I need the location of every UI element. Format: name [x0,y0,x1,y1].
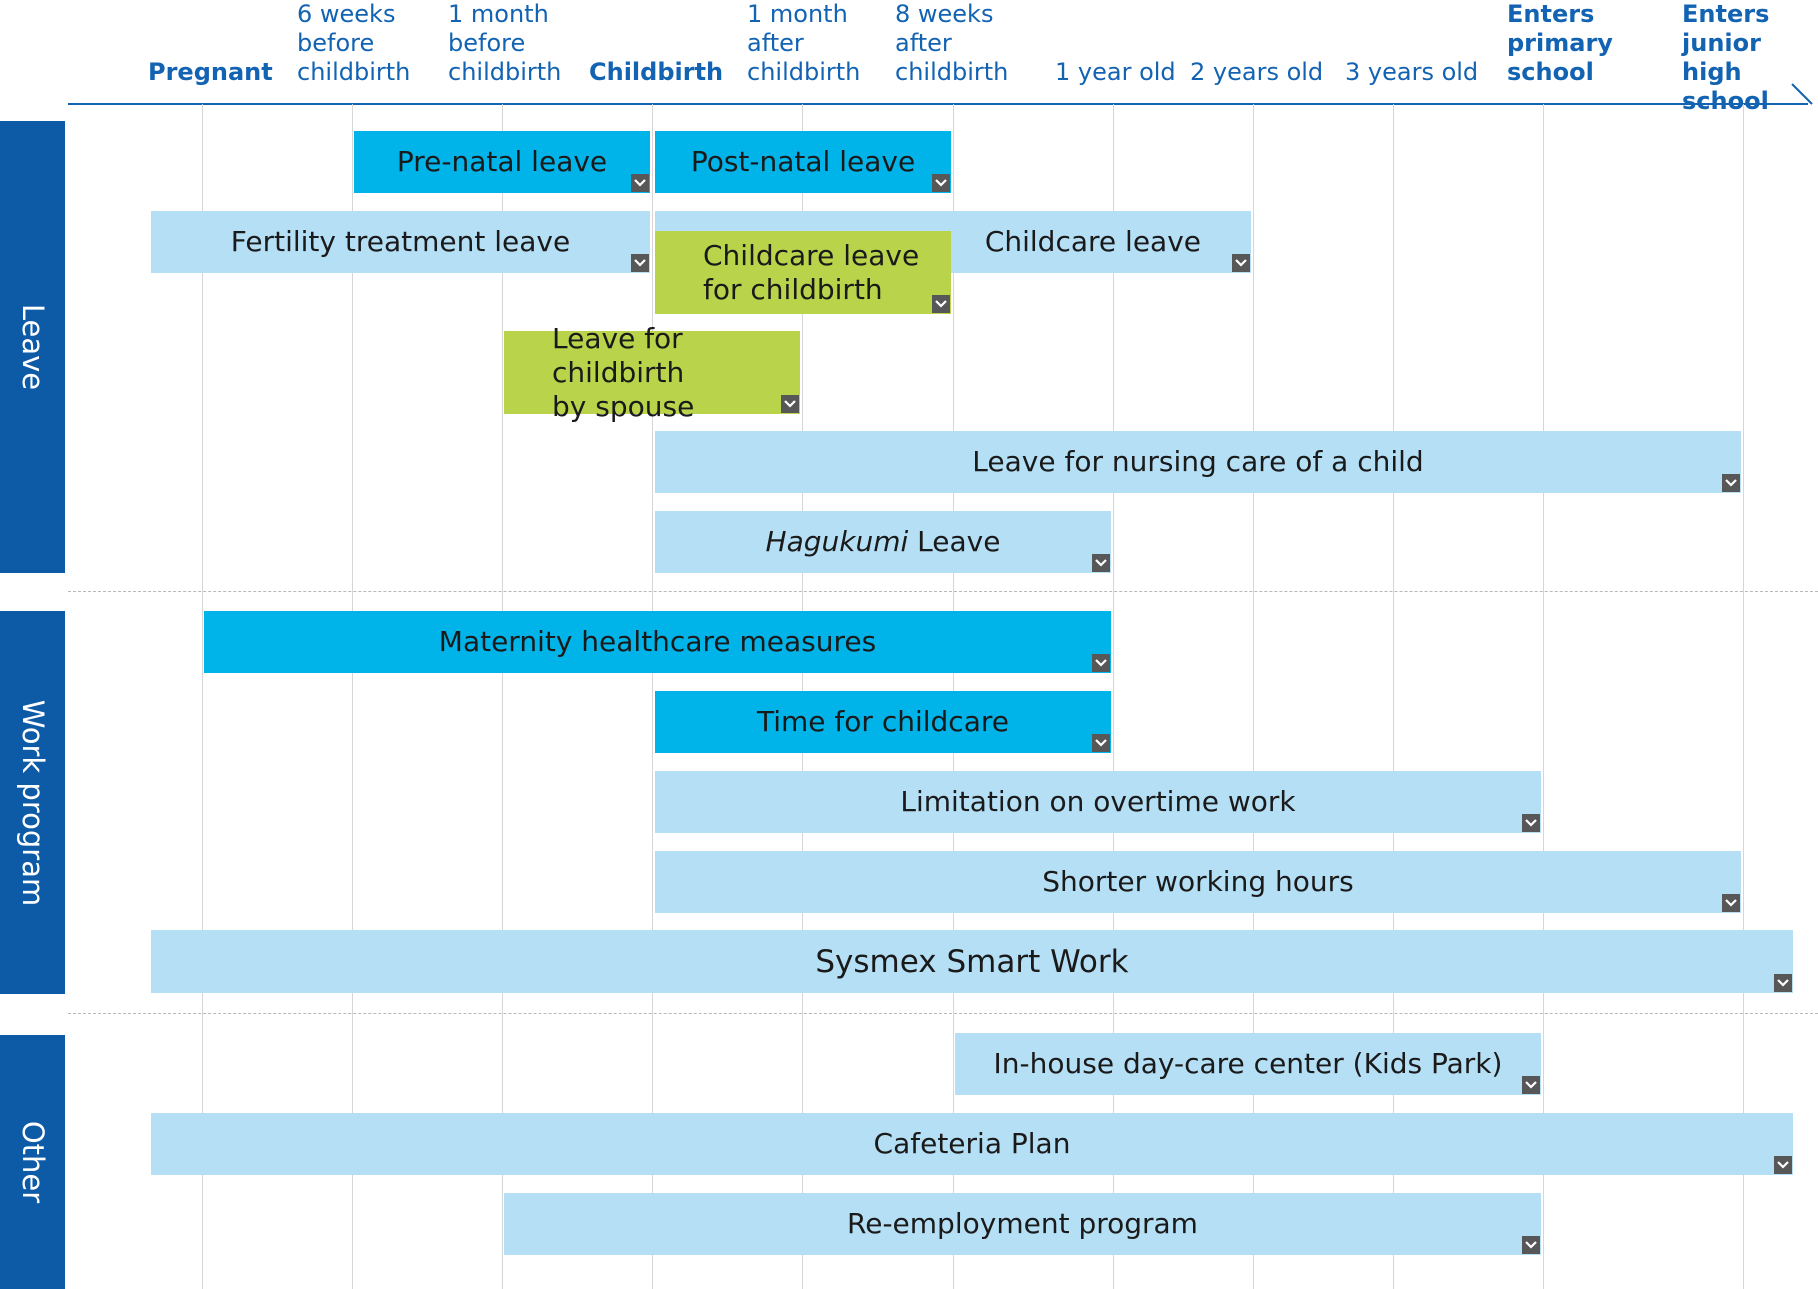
stage-label-primary-school: Enters primary school [1507,0,1613,86]
chevron-down-icon[interactable] [1232,254,1250,272]
chevron-down-icon[interactable] [1774,974,1792,992]
program-bar-fertility-treatment-leave[interactable]: Fertility treatment leave [151,211,650,273]
grid-line [202,104,203,1289]
section-divider [68,1013,1818,1014]
program-label: Re-employment program [847,1207,1198,1240]
chevron-down-icon[interactable] [1722,474,1740,492]
program-label-rest: Leave [908,525,1001,558]
category-label: Leave [15,303,50,391]
chevron-down-icon[interactable] [932,174,950,192]
chevron-down-icon[interactable] [1522,814,1540,832]
chevron-down-icon[interactable] [631,174,649,192]
grid-line [1393,104,1394,1289]
chevron-down-icon[interactable] [1092,734,1110,752]
chevron-down-icon[interactable] [1722,894,1740,912]
stage-label-junior-high-school: Enters junior high school [1682,0,1770,115]
program-bar-cafeteria-plan[interactable]: Cafeteria Plan [151,1113,1793,1175]
grid-line [652,104,653,1289]
program-bar-in-house-day-care-center[interactable]: In-house day-care center (Kids Park) [955,1033,1541,1095]
stage-label-2-years: 2 years old [1190,58,1324,86]
program-label: Sysmex Smart Work [815,943,1129,980]
chevron-down-icon[interactable] [1092,654,1110,672]
stage-label-1-month-before: 1 month before childbirth [448,0,562,86]
category-leave: Leave [0,121,65,573]
chevron-down-icon[interactable] [932,295,950,313]
program-bar-maternity-healthcare-measures[interactable]: Maternity healthcare measures [204,611,1111,673]
chevron-down-icon[interactable] [1522,1236,1540,1254]
program-label: In-house day-care center (Kids Park) [993,1047,1503,1080]
program-bar-leave-for-nursing-care-of-a-child[interactable]: Leave for nursing care of a child [655,431,1741,493]
program-label-italic: Hagukumi [765,525,909,558]
grid-line [1543,104,1544,1289]
program-bar-time-for-childcare[interactable]: Time for childcare [655,691,1111,753]
program-label: Cafeteria Plan [873,1127,1071,1160]
category-work-program: Work program [0,611,65,994]
program-label: Hagukumi Leave [766,525,1001,559]
program-label: Childcare leave [984,225,1201,258]
stage-label-6-weeks-before: 6 weeks before childbirth [297,0,411,86]
arrow-head-icon [1791,83,1813,105]
program-bar-re-employment-program[interactable]: Re-employment program [504,1193,1541,1255]
program-label: Leave for nursing care of a child [972,445,1424,478]
program-bar-pre-natal-leave[interactable]: Pre-natal leave [354,131,650,193]
program-bar-sysmex-smart-work[interactable]: Sysmex Smart Work [151,930,1793,993]
grid-line [502,104,503,1289]
stage-label-1-year: 1 year old [1055,58,1176,86]
grid-line [1253,104,1254,1289]
program-label: Limitation on overtime work [900,785,1296,818]
program-bar-leave-for-childbirth-by-spouse[interactable]: Leave for childbirth by spouse [504,322,800,423]
stage-label-3-years: 3 years old [1345,58,1479,86]
program-bar-shorter-working-hours[interactable]: Shorter working hours [655,851,1741,913]
category-other: Other [0,1035,65,1289]
chevron-down-icon[interactable] [781,395,799,413]
grid-line [352,104,353,1289]
program-label: Childcare leave for childbirth [703,238,920,306]
section-divider [68,591,1818,592]
program-label: Maternity healthcare measures [438,625,877,658]
chevron-down-icon[interactable] [1092,554,1110,572]
program-label: Fertility treatment leave [230,225,571,258]
program-bar-limitation-on-overtime-work[interactable]: Limitation on overtime work [655,771,1541,833]
chevron-down-icon[interactable] [631,254,649,272]
program-bar-post-natal-leave[interactable]: Post-natal leave [655,131,951,193]
stage-label-1-month-after: 1 month after childbirth [747,0,861,86]
timeline-axis [68,103,1808,105]
program-label: Shorter working hours [1042,865,1354,898]
program-label: Time for childcare [757,705,1009,738]
chevron-down-icon[interactable] [1774,1156,1792,1174]
program-label: Pre-natal leave [396,145,608,178]
grid-line [1113,104,1114,1289]
chevron-down-icon[interactable] [1522,1076,1540,1094]
program-bar-hagukumi-leave[interactable]: Hagukumi Leave [655,511,1111,573]
category-label: Other [15,1120,50,1204]
stage-label-8-weeks-after: 8 weeks after childbirth [895,0,1009,86]
program-bar-childcare-leave-for-childbirth[interactable]: Childcare leave for childbirth [655,231,951,314]
category-label: Work program [15,699,50,906]
program-label: Leave for childbirth by spouse [552,321,695,423]
stage-label-pregnant: Pregnant [148,58,273,86]
stage-label-childbirth: Childbirth [589,58,724,86]
program-label: Post-natal leave [690,145,916,178]
grid-line [1743,104,1744,1289]
